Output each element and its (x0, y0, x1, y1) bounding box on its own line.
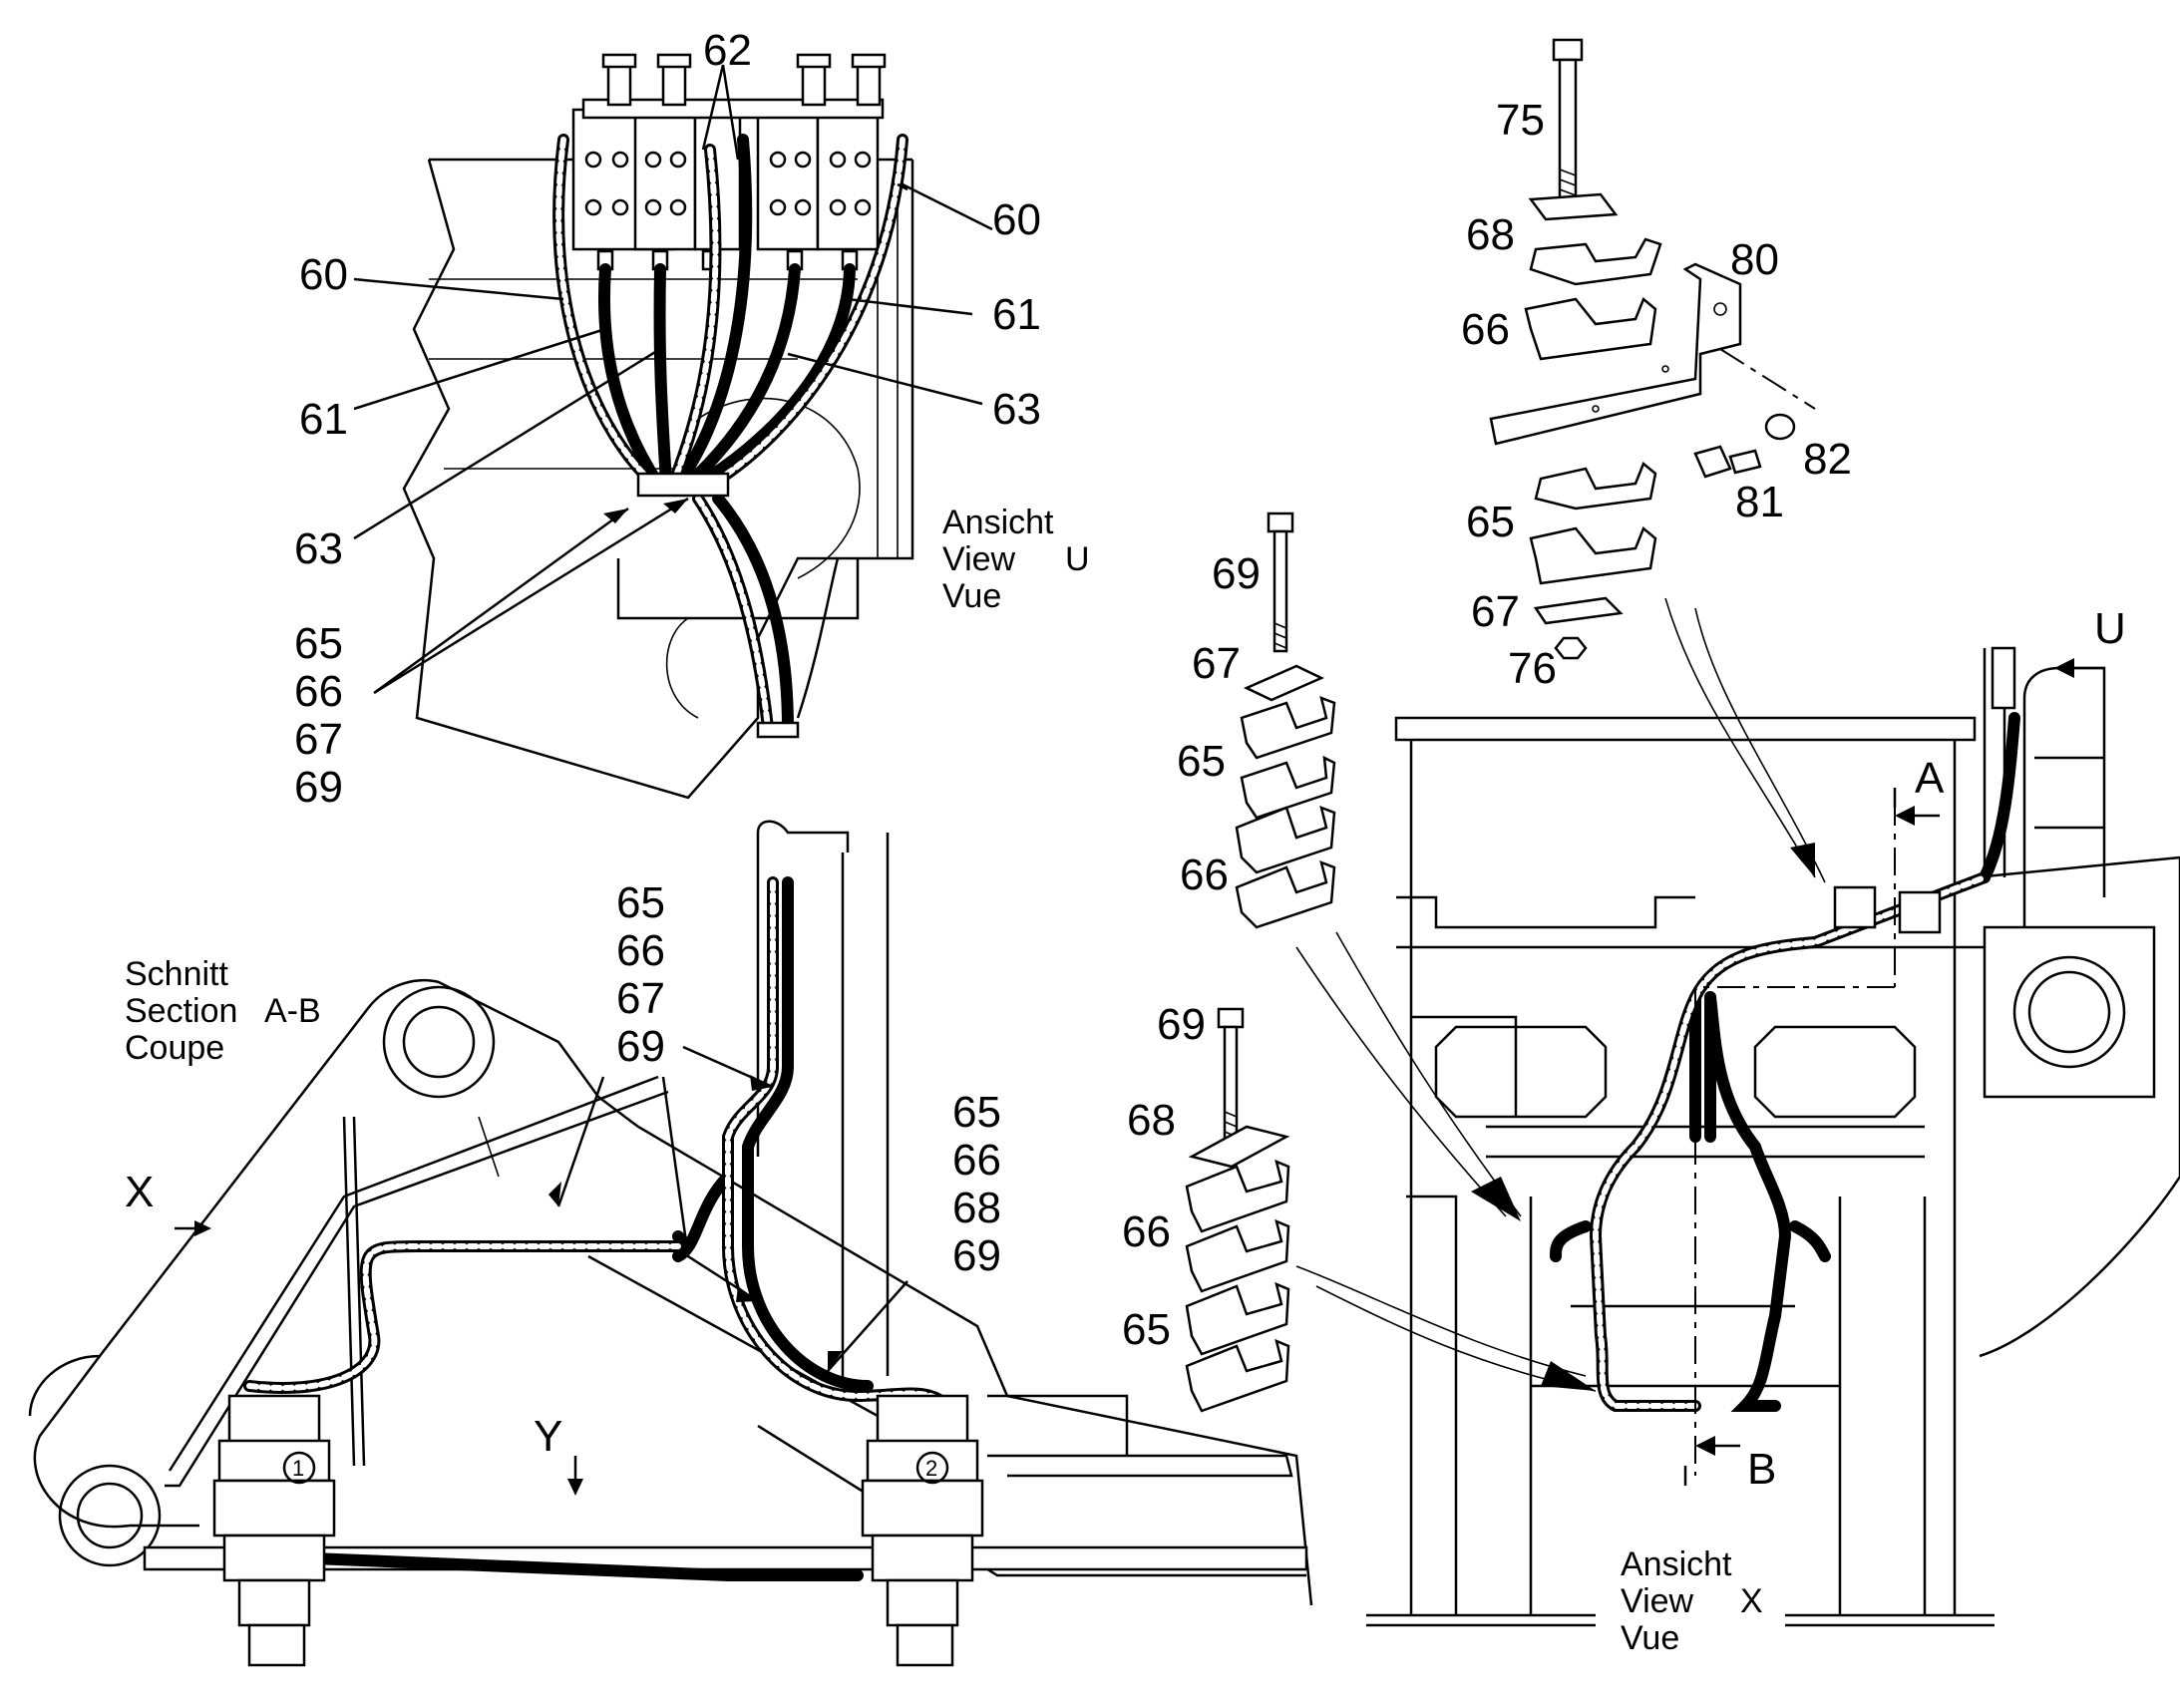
view-u-hoses (552, 134, 908, 739)
clamp-kit-a: 69 67 65 66 (1177, 512, 1336, 929)
bracket-clamp-kit: 75 68 80 66 82 81 65 67 76 (1461, 38, 1852, 693)
callout-69-kit-a: 69 (1212, 549, 1261, 598)
clamp-kit-b: 69 68 66 65 (1122, 1000, 1290, 1413)
callout-61-right: 61 (992, 290, 1041, 339)
view-u-caption-letter: U (1065, 540, 1090, 578)
section-lower-69: 69 (952, 1231, 1001, 1280)
view-u-caption-fr: Vue (942, 577, 1001, 615)
callout-82: 82 (1803, 435, 1852, 484)
callout-63-left: 63 (294, 524, 343, 573)
arrow-x-label: X (125, 1168, 154, 1216)
callout-76: 76 (1508, 644, 1557, 693)
motor-2-label: 2 (925, 1456, 937, 1481)
arrow-a-label: A (1915, 754, 1945, 803)
callout-62: 62 (703, 26, 752, 75)
section-lower-65: 65 (952, 1088, 1001, 1137)
callout-81: 81 (1735, 478, 1784, 526)
section-upper-67: 67 (616, 974, 665, 1023)
callout-stack-67: 67 (294, 715, 343, 764)
callout-69-kit-b: 69 (1157, 1000, 1206, 1049)
view-u-caption-en: View (942, 540, 1016, 578)
callout-60-left: 60 (299, 250, 348, 299)
swing-motor-1 (212, 1394, 336, 1667)
callout-stack-69: 69 (294, 763, 343, 812)
callout-66-kit-b: 66 (1122, 1207, 1171, 1256)
section-caption-en: Section (125, 992, 237, 1030)
view-x-caption-letter: X (1740, 1582, 1763, 1620)
view-x-caption-de: Ansicht (1621, 1545, 1732, 1583)
section-lower-66: 66 (952, 1136, 1001, 1185)
callout-75: 75 (1496, 96, 1545, 145)
arrow-u-label: U (2094, 604, 2126, 653)
callout-stack-65: 65 (294, 619, 343, 668)
section-upper-69: 69 (616, 1022, 665, 1071)
callout-63-right: 63 (992, 385, 1041, 434)
callout-65-bracket: 65 (1466, 498, 1515, 546)
section-caption-name: A-B (264, 992, 321, 1030)
callout-80: 80 (1730, 235, 1779, 284)
callout-65-kit-b: 65 (1122, 1305, 1171, 1354)
motor-1-label: 1 (292, 1456, 304, 1481)
section-caption-de: Schnitt (125, 955, 228, 993)
callout-67-bracket: 67 (1471, 587, 1520, 636)
callout-66-bracket: 66 (1461, 305, 1510, 354)
section-caption-fr: Coupe (125, 1029, 224, 1067)
section-ab-group: 1 2 X Y 65 66 67 69 65 66 68 69 Schnitt … (28, 820, 1313, 1667)
callout-66-kit-a: 66 (1180, 851, 1229, 899)
arrow-y-label: Y (534, 1412, 562, 1461)
callout-61-left: 61 (299, 395, 348, 444)
swing-motor-2 (861, 1394, 984, 1667)
section-upper-66: 66 (616, 926, 665, 975)
section-lower-68: 68 (952, 1184, 1001, 1232)
callout-stack-66: 66 (294, 667, 343, 716)
view-u-group: 62 60 60 61 61 63 63 65 66 67 69 Ansicht… (294, 26, 1090, 812)
callout-65-kit-a: 65 (1177, 737, 1226, 786)
callout-68-kit-b: 68 (1127, 1096, 1176, 1145)
view-u-caption-de: Ansicht (942, 504, 1054, 541)
valve-block (571, 53, 887, 271)
callout-68-bracket: 68 (1466, 210, 1515, 259)
section-upper-65: 65 (616, 878, 665, 927)
view-x-caption-en: View (1621, 1582, 1694, 1620)
arrow-b-label: B (1747, 1445, 1776, 1494)
view-x-caption-fr: Vue (1621, 1619, 1679, 1657)
callout-67-kit-a: 67 (1192, 639, 1241, 688)
view-x-group: U A B Ansicht View X Vue (1295, 597, 2180, 1657)
callout-60-right: 60 (992, 195, 1041, 244)
